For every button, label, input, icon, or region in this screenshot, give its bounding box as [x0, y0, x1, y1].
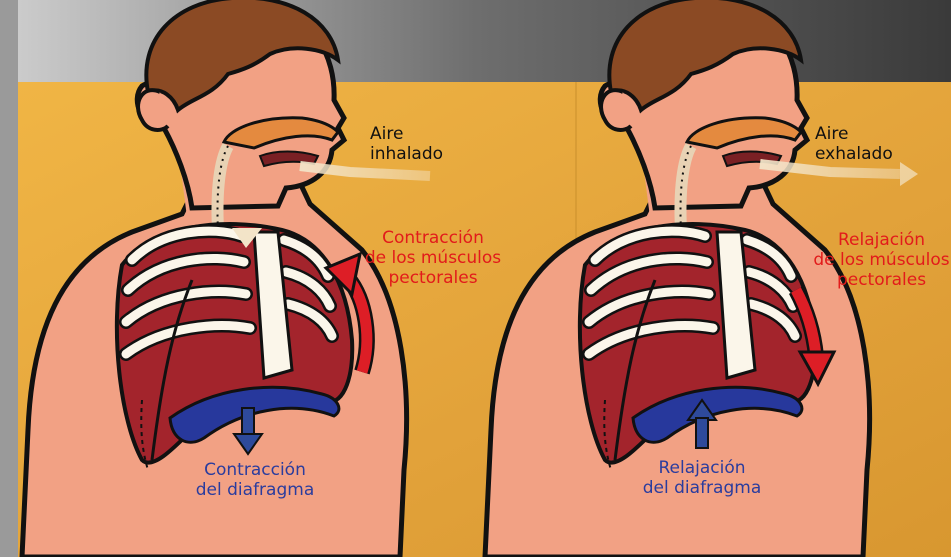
background-top-strip [0, 0, 951, 90]
diaphragm-contraction-label: Contracción del diafragma [190, 460, 320, 500]
muscle-label-line-1: Relajación [812, 230, 951, 250]
air-label-line-2: inhalado [370, 144, 443, 164]
air-exhaled-label: Aire exhalado [815, 124, 893, 164]
muscle-label-line-2: de los músculos [358, 248, 508, 268]
air-label-line-1: Aire [370, 124, 443, 144]
muscle-label-line-2: de los músculos [812, 250, 951, 270]
diaphragm-label-line-1: Contracción [190, 460, 320, 480]
diaphragm-relaxation-label: Relajación del diafragma [634, 458, 770, 498]
diaphragm-label-line-1: Relajación [634, 458, 770, 478]
muscle-relaxation-label: Relajación de los músculos pectorales [812, 230, 951, 290]
muscle-label-line-3: pectorales [812, 270, 951, 290]
air-inhaled-label: Aire inhalado [370, 124, 443, 164]
muscle-contraction-label: Contracción de los músculos pectorales [358, 228, 508, 288]
background-left-strip [0, 0, 18, 557]
muscle-label-line-1: Contracción [358, 228, 508, 248]
air-label-line-1: Aire [815, 124, 893, 144]
muscle-label-line-3: pectorales [358, 268, 508, 288]
air-label-line-2: exhalado [815, 144, 893, 164]
diaphragm-label-line-2: del diafragma [634, 478, 770, 498]
diaphragm-label-line-2: del diafragma [190, 480, 320, 500]
